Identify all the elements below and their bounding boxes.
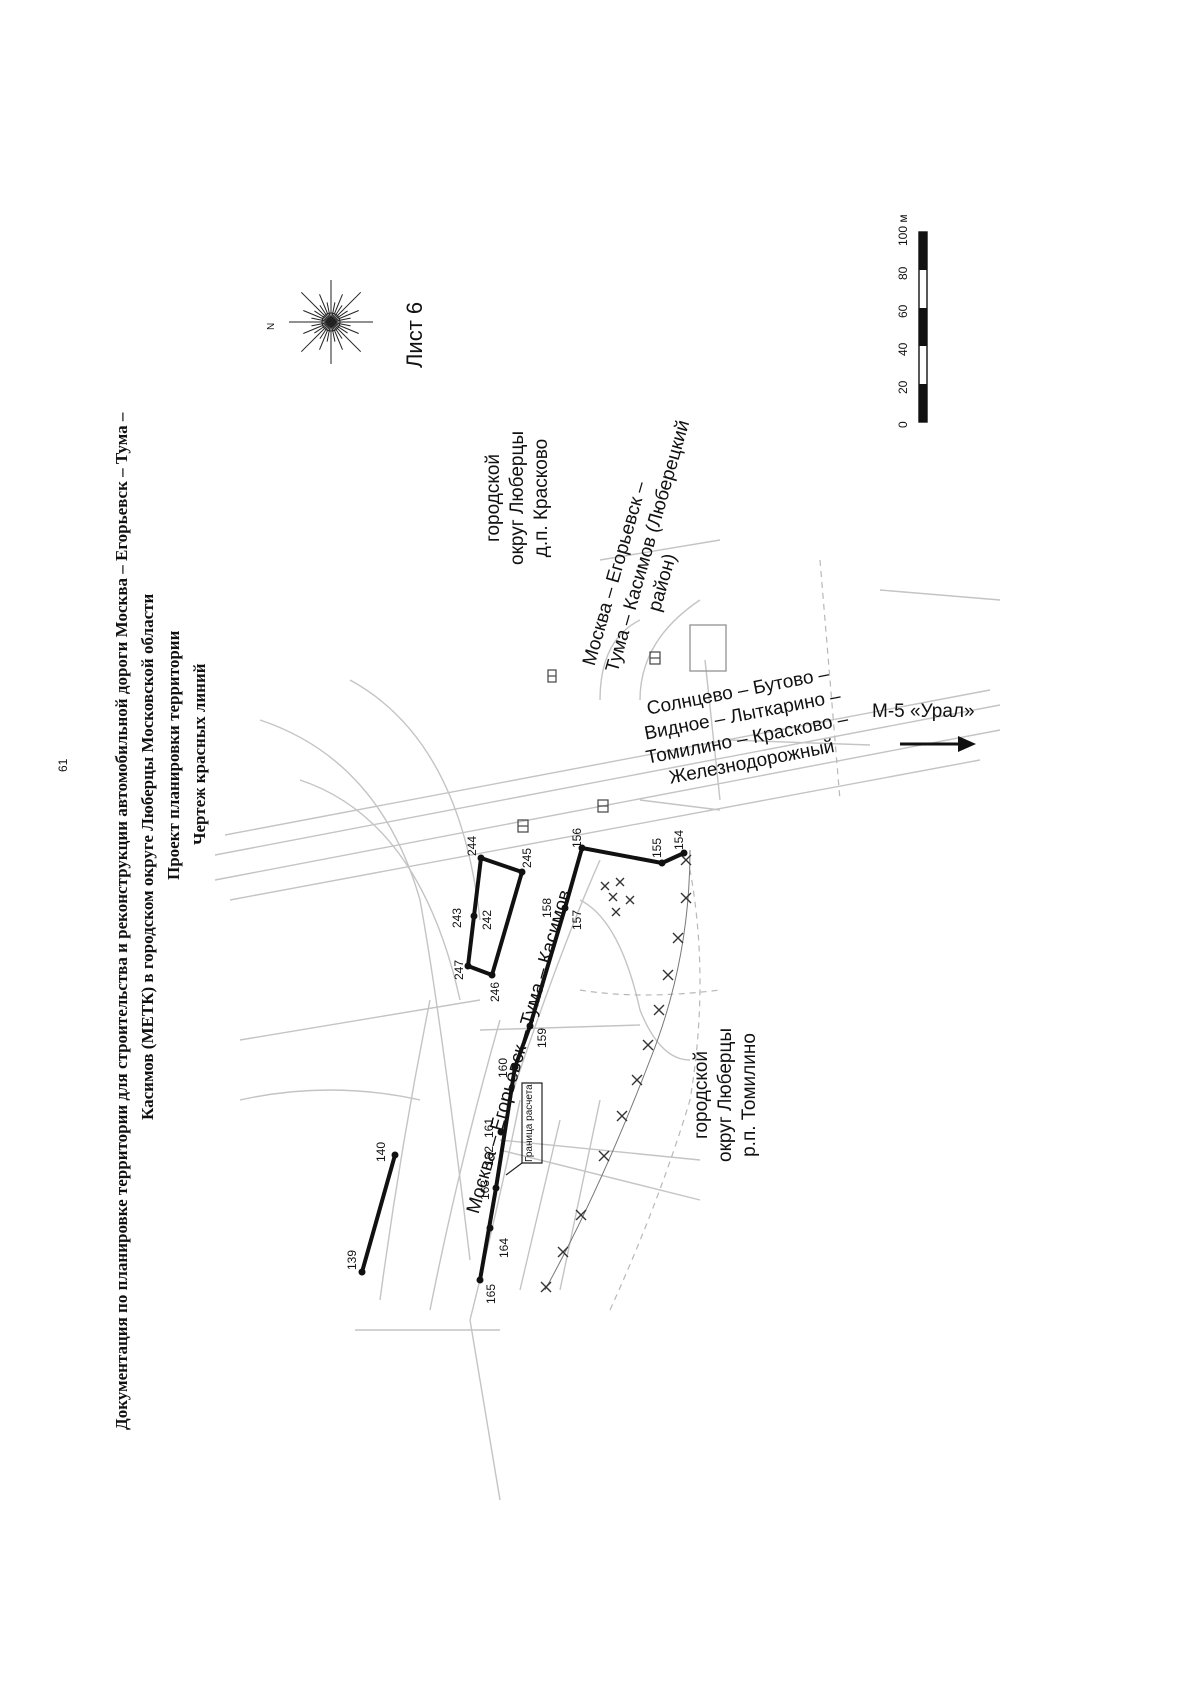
document-title-line-4: Чертеж красных линий — [190, 663, 209, 845]
m5-road-label: М-5 «Урал» — [872, 701, 975, 722]
tomilino-area-label: городской округ Люберцы р.п. Томилино — [691, 1027, 760, 1162]
railway-crossmark — [642, 1039, 654, 1051]
compass-ray — [303, 321, 332, 334]
point-label-164: 164 — [497, 1237, 511, 1258]
point-label-162: 162 — [482, 1145, 496, 1166]
railway-crossmark — [662, 969, 674, 981]
document-title-line-2: Касимов (МЕТК) в городском округе Люберц… — [138, 593, 157, 1120]
compass-ray — [330, 294, 343, 323]
railway-crossmark — [575, 1209, 587, 1221]
page-number: 61 — [56, 758, 70, 772]
railway-crossmark — [598, 1150, 610, 1162]
calc-boundary-callout — [505, 1082, 543, 1176]
scale-tick-40: 40 — [896, 342, 910, 356]
compass-ray — [330, 310, 359, 323]
point-label-163: 163 — [478, 1179, 492, 1200]
point-label-154: 154 — [672, 829, 686, 850]
compass-ray — [330, 291, 362, 323]
base-map-boundaries — [579, 559, 841, 1311]
document-title-line-1: Документация по планировке территории дл… — [112, 412, 131, 1430]
scale-tick-100: 100 м — [896, 214, 910, 246]
document-title-line-3: Проект планировки территории — [164, 630, 183, 880]
compass-ray — [330, 321, 362, 353]
scale-bar — [918, 231, 928, 423]
point-label-159: 159 — [535, 1027, 549, 1048]
railway-crossmarks — [540, 854, 692, 1293]
point-label-160: 160 — [496, 1057, 510, 1078]
point-label-244: 244 — [465, 835, 479, 856]
bus-stop-icons — [517, 651, 661, 833]
point-label-157: 157 — [570, 909, 584, 930]
point-label-243: 243 — [450, 907, 464, 928]
railway — [544, 849, 691, 1291]
base-map-roads — [214, 539, 1001, 1501]
railway-crossmark — [616, 1110, 628, 1122]
railway-crossmark — [653, 1004, 665, 1016]
railway-crossmark — [680, 892, 692, 904]
compass-ray — [330, 321, 343, 350]
building-outline — [689, 624, 727, 672]
scale-tick-20: 20 — [896, 380, 910, 394]
point-label-242: 242 — [480, 909, 494, 930]
point-label-247: 247 — [452, 959, 466, 980]
compass-rose-icon — [289, 280, 373, 364]
compass-ray — [330, 321, 359, 334]
railway-crossmark — [672, 932, 684, 944]
crossmarks-group — [600, 877, 635, 917]
compass-ray — [303, 310, 332, 323]
compass-ray — [319, 321, 332, 350]
point-label-165: 165 — [484, 1283, 498, 1304]
point-label-161: 161 — [482, 1117, 496, 1138]
compass-north-label: N — [266, 322, 277, 330]
scale-tick-0: 0 — [896, 421, 910, 428]
red-line-vertices — [358, 844, 688, 1284]
point-label-245: 245 — [520, 847, 534, 868]
point-label-158: 158 — [540, 897, 554, 918]
calc-boundary-label: Граница расчета — [524, 1084, 535, 1162]
point-label-155: 155 — [650, 837, 664, 858]
point-label-246: 246 — [488, 981, 502, 1002]
point-label-139: 139 — [345, 1249, 359, 1270]
m5-direction-arrow — [900, 736, 976, 752]
railway-crossmark — [557, 1246, 569, 1258]
railway-crossmark — [680, 854, 692, 866]
sheet-label: Лист 6 — [402, 301, 427, 368]
compass-ray — [300, 291, 332, 323]
scale-tick-60: 60 — [896, 304, 910, 318]
railway-crossmark — [540, 1281, 552, 1293]
scale-tick-80: 80 — [896, 266, 910, 280]
railway-crossmark — [631, 1074, 643, 1086]
red-lines — [360, 846, 686, 1282]
point-label-156: 156 — [570, 827, 584, 848]
point-label-140: 140 — [374, 1141, 388, 1162]
compass-ray — [319, 294, 332, 323]
kraskovo-area-label: городской округ Люберцы д.п. Красково — [483, 430, 552, 565]
compass-ray — [300, 321, 332, 353]
